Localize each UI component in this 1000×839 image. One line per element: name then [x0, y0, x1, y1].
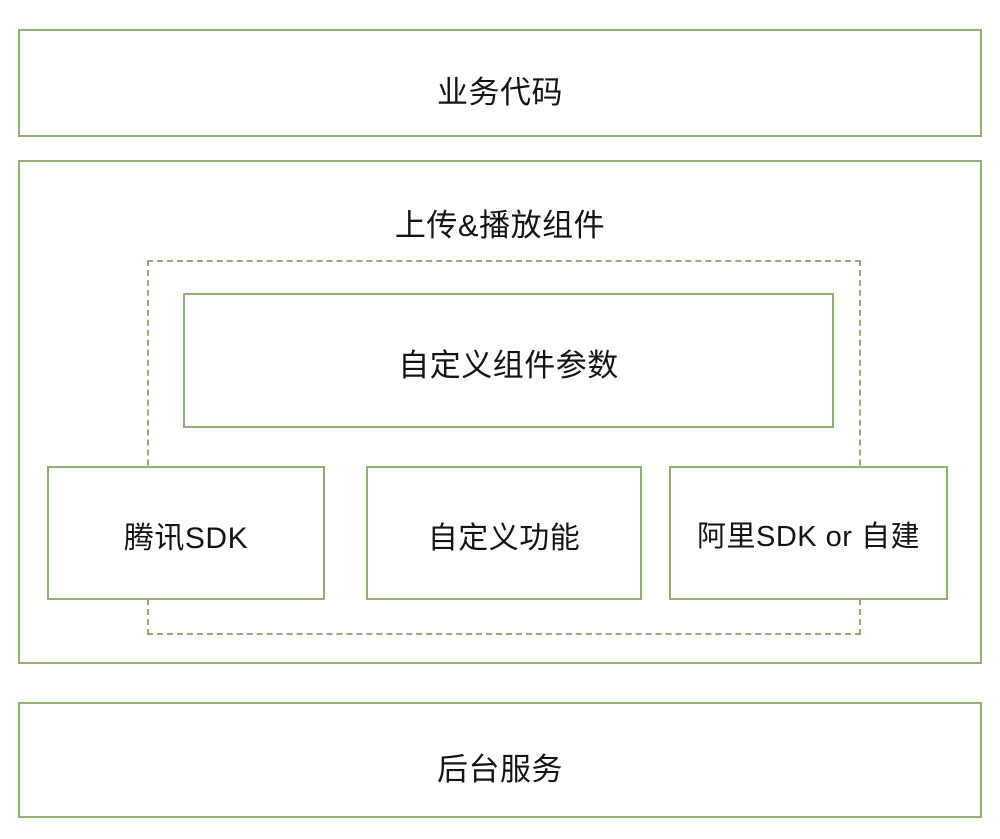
box-custom-component-params-label: 自定义组件参数 — [398, 348, 619, 383]
box-tencent-sdk: 腾讯SDK — [47, 466, 325, 600]
dashed-sdk-group-region — [147, 260, 861, 635]
box-custom-function: 自定义功能 — [366, 466, 642, 600]
box-custom-function-label: 自定义功能 — [427, 522, 581, 555]
layer-backend-service-label: 后台服务 — [437, 752, 563, 787]
layer-upload-playback-component-label: 上传&播放组件 — [394, 208, 606, 243]
layer-business-code-label: 业务代码 — [437, 75, 563, 110]
box-ali-sdk-or-selfbuilt-label: 阿里SDK or 自建 — [696, 521, 921, 553]
layer-business-code: 业务代码 — [18, 29, 982, 137]
layer-backend-service: 后台服务 — [18, 702, 982, 818]
box-ali-sdk-or-selfbuilt: 阿里SDK or 自建 — [669, 466, 948, 600]
box-custom-component-params: 自定义组件参数 — [183, 293, 834, 428]
box-tencent-sdk-label: 腾讯SDK — [123, 522, 249, 555]
layer-upload-playback-component: 上传&播放组件 自定义组件参数 腾讯SDK 自定义功能 阿里SDK or 自建 — [18, 160, 982, 664]
